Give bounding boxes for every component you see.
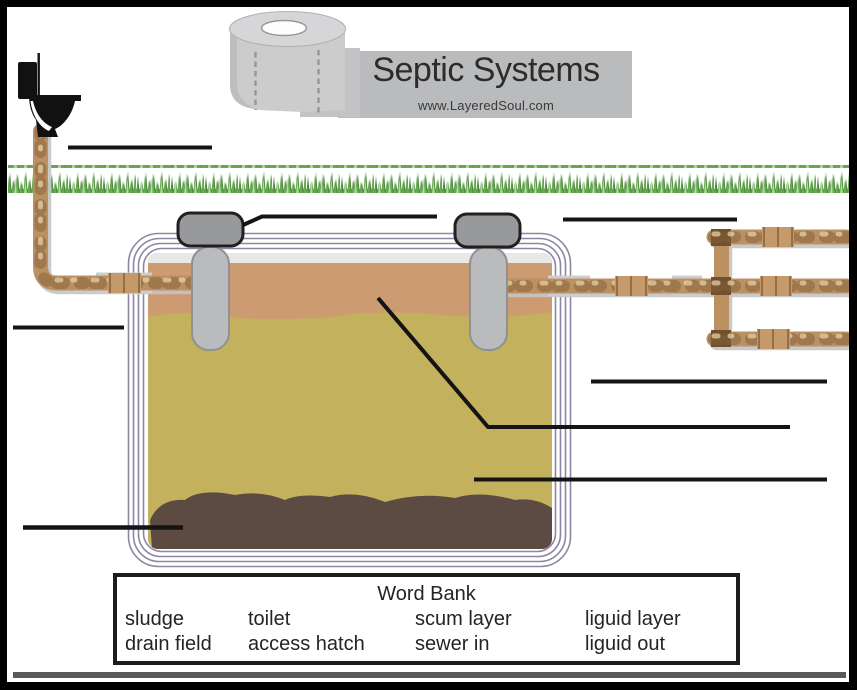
page-title: Septic Systems [372,51,600,89]
word-bank-box: Word Bank sludge toilet scum layer ligui… [113,573,740,665]
tank-air-gap [148,253,552,263]
access-hatch-left [176,211,245,248]
scum-layer [148,253,552,320]
septic-tank-outline [127,232,572,568]
access-hatch-right [453,212,522,249]
toilet-paper-roll-icon [229,11,346,115]
blank-label-lines [13,145,827,530]
word-bank-item-liquid-out: liguid out [585,633,666,655]
word-bank-item-toilet: toilet [248,608,291,630]
word-bank-item-liquid-layer: liguid layer [585,608,681,630]
inlet-baffle-riser [191,246,230,351]
pipes [33,123,854,349]
outlet-baffle-riser [469,246,508,351]
word-bank-item-sewer-in: sewer in [415,633,490,655]
word-bank-item-scum-layer: scum layer [415,608,512,630]
website-url: www.LayeredSoul.com [417,98,555,113]
word-bank-item-sludge: sludge [125,608,184,630]
word-bank-title: Word Bank [377,583,476,605]
blank-line-access-hatch [242,214,437,227]
blank-line-scum-layer [376,296,790,429]
grass-strip [8,165,849,193]
sludge-layer [150,492,552,549]
word-bank-item-drain-field: drain field [125,633,212,655]
toilet-icon [18,53,81,137]
word-bank-item-access-hatch: access hatch [248,633,365,655]
footer-divider-bar [13,672,846,678]
